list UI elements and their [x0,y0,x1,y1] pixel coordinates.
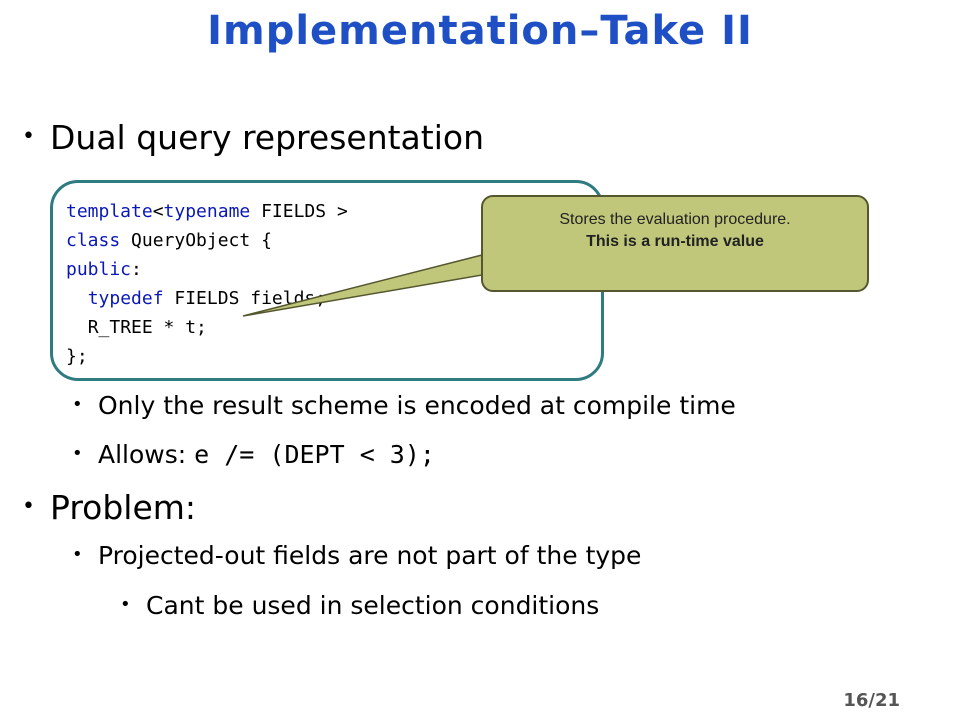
callout-box: Stores the evaluation procedure. This is… [481,195,869,292]
slide-title: Implementation–Take II [207,8,753,54]
bullet-text: Allows: [98,440,195,469]
bullet-projected: • Projected-out fields are not part of th… [72,541,641,570]
bullet-text: Problem: [50,488,197,527]
bullet-problem: • Problem: [22,488,196,527]
bullet-text: Cant be used in selection conditions [146,591,600,620]
bullet-cant: • Cant be used in selection conditions [120,591,599,620]
bullet-text: Projected-out fields are not part of the… [98,541,642,570]
bullet-allows: • Allows: e /= (DEPT < 3); [72,440,435,469]
callout-line1: Stores the evaluation procedure. [559,211,791,228]
page-number: 16/21 [843,690,900,711]
bullet-text: Only the result scheme is encoded at com… [98,391,736,420]
bullet-dot: • [120,594,131,615]
bullet-dual-query: • Dual query representation [22,118,484,157]
bullet-dot: • [72,544,83,565]
bullet-text: Dual query representation [50,118,484,157]
bullet-dot: • [72,443,83,464]
bullet-dot: • [72,394,83,415]
bullet-only-result: • Only the result scheme is encoded at co… [72,391,736,420]
bullet-dot: • [22,124,35,149]
bullet-dot: • [22,494,35,519]
code-block: template<typename FIELDS > class QueryOb… [66,201,348,367]
callout-line2: This is a run-time value [586,233,764,250]
allows-code: e /= (DEPT < 3); [194,440,435,469]
